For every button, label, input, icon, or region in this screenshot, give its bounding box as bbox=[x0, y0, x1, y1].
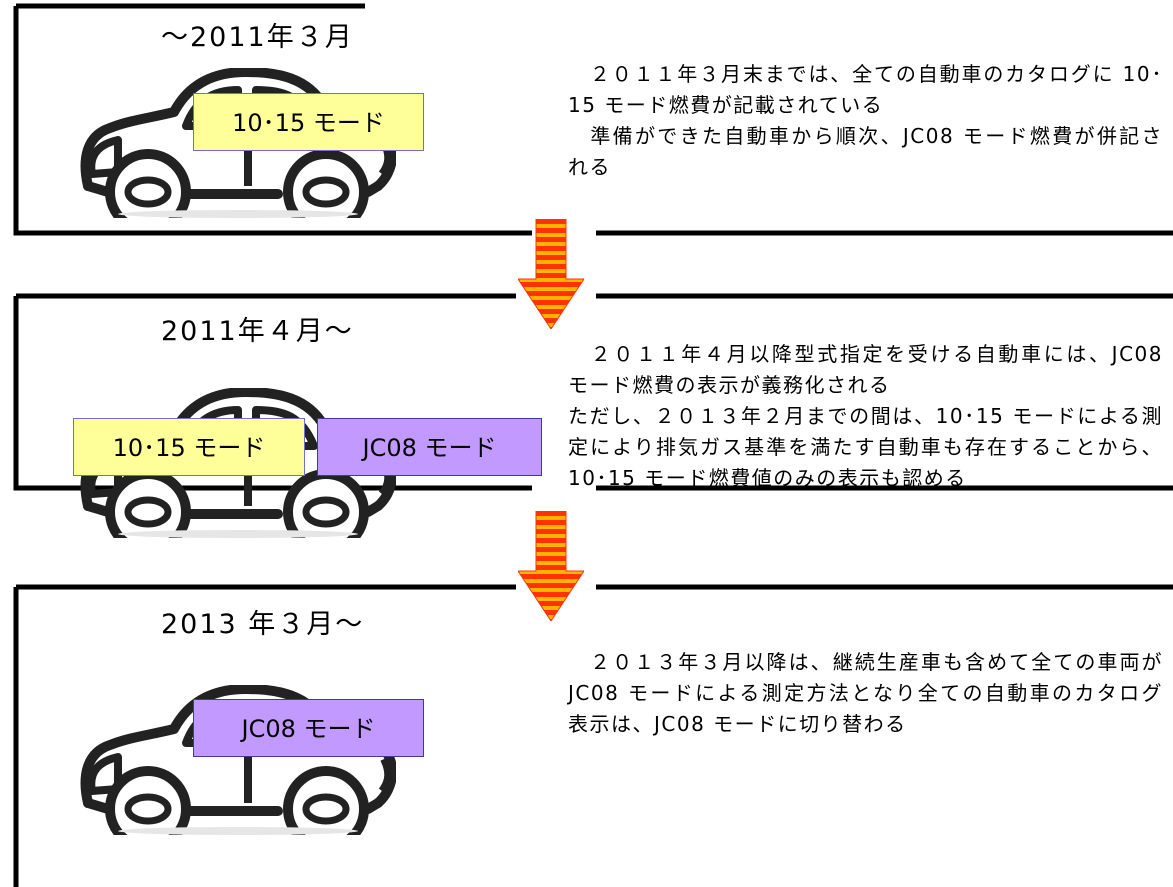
mode-label: 10･15 モード bbox=[232, 109, 385, 137]
mode-label: JC08 モード bbox=[362, 434, 497, 462]
period-label: 2013 年３月～ bbox=[161, 609, 365, 640]
mode-badge-jc08: JC08 モード bbox=[317, 418, 542, 476]
down-arrow-icon bbox=[518, 219, 584, 329]
period-label: ～2011年３月 bbox=[161, 22, 354, 53]
mode-badge-1015: 10･15 モード bbox=[73, 418, 305, 476]
page-title bbox=[0, 0, 1173, 4]
section-period-3: 2013 年３月～ JC08 モード ２０１３年３月以降は、継続生産車も含めて全… bbox=[0, 584, 1173, 887]
section-period-1: ～2011年３月 10･15 モード ２０１１年３月末までは、全ての自動車のカタ… bbox=[0, 3, 1173, 236]
down-arrow-icon bbox=[518, 511, 584, 621]
section-description: ２０１１年３月末までは、全ての自動車のカタログに 10･15 モード燃費が記載さ… bbox=[568, 62, 1163, 179]
section-description: ２０１３年３月以降は、継続生産車も含めて全ての車両が JC08 モードによる測定… bbox=[568, 650, 1163, 736]
mode-label: JC08 モード bbox=[241, 715, 376, 743]
section-frame bbox=[13, 3, 1173, 236]
mode-badge-jc08: JC08 モード bbox=[193, 699, 424, 757]
mode-label: 10･15 モード bbox=[112, 434, 266, 462]
section-period-2: 2011年４月～ 10･15 モード JC08 モード ２０１１年４月以降型式指… bbox=[0, 293, 1173, 495]
period-label: 2011年４月～ bbox=[161, 316, 354, 347]
section-frame bbox=[13, 584, 1173, 887]
mode-badge-1015: 10･15 モード bbox=[193, 93, 424, 151]
section-description: ２０１１年４月以降型式指定を受ける自動車には、JC08 モード燃費の表示が義務化… bbox=[568, 342, 1163, 490]
